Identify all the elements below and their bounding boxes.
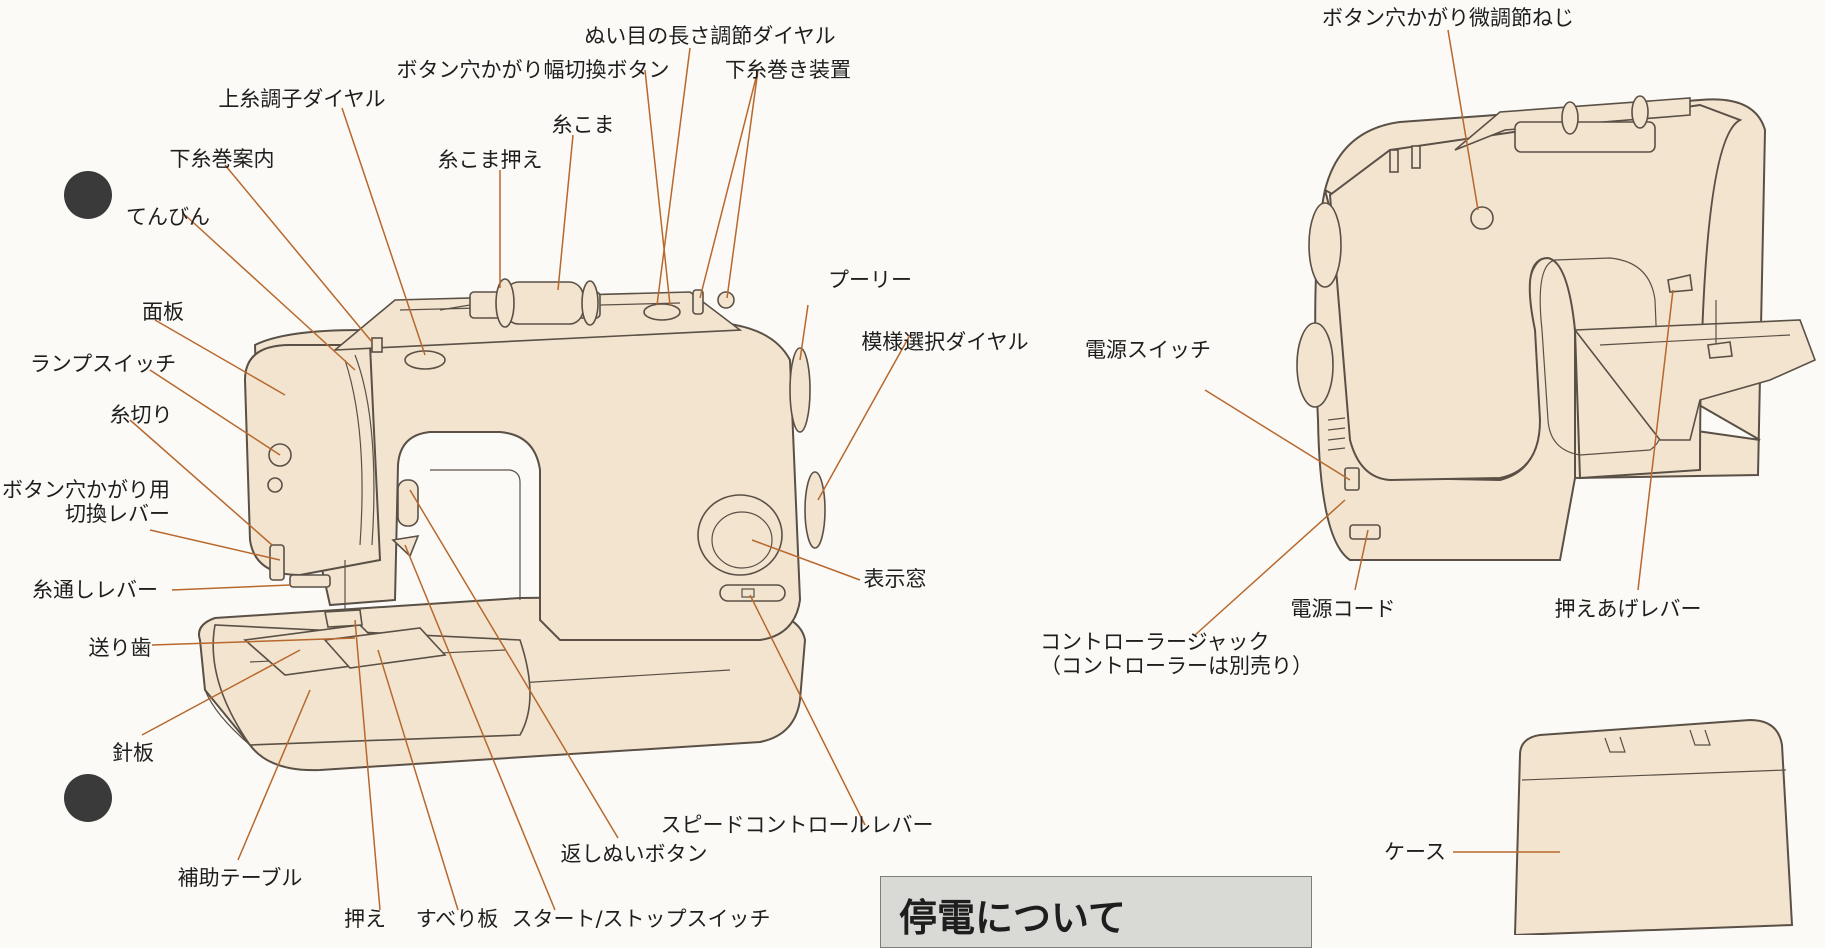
binder-hole-top	[64, 171, 112, 219]
leader-lines	[129, 29, 1674, 911]
notice-title: 停電について	[899, 896, 1126, 940]
power-outage-notice: 停電について	[880, 876, 1312, 948]
back-machine	[1296, 95, 1817, 561]
case-illustration	[1513, 718, 1794, 935]
front-machine	[198, 278, 826, 772]
binder-hole-bottom	[64, 774, 112, 822]
